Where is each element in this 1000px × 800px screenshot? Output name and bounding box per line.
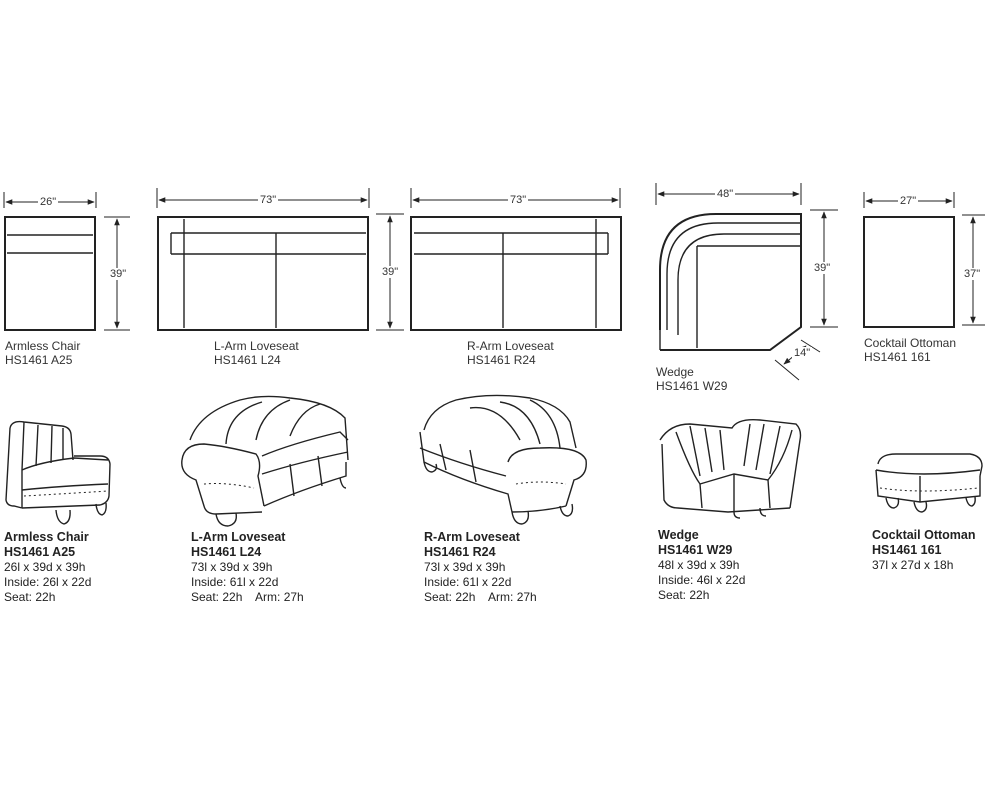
- l-arm-loveseat-spec-line: 73l x 39d x 39h: [191, 560, 273, 574]
- wedge-spec-line: Seat: 22h: [658, 588, 710, 602]
- l-arm-loveseat-spec-line: Inside: 61l x 22d: [191, 575, 279, 589]
- r-arm-loveseat-spec-line: Inside: 61l x 22d: [424, 575, 512, 589]
- armless-chair-sketch: [5, 420, 111, 525]
- wedge-name: Wedge: [658, 528, 699, 542]
- armless-chair-spec-line: Seat: 22h: [4, 590, 56, 604]
- armless-chair-plan: [3, 192, 130, 331]
- l-arm-loveseat-spec: L-Arm Loveseat HS1461 L24 73l x 39d x 39…: [191, 530, 304, 605]
- cocktail-ottoman-spec: Cocktail Ottoman HS1461 161 37l x 27d x …: [872, 528, 976, 573]
- cocktail-ottoman-sketch: [875, 453, 983, 513]
- armless-chair-plan-name: Armless Chair: [5, 339, 81, 353]
- r-arm-loveseat-plan-label: R-Arm Loveseat HS1461 R24: [467, 339, 554, 367]
- r-arm-loveseat-name: R-Arm Loveseat: [424, 530, 520, 544]
- r-arm-loveseat-spec-line: Seat: 22h Arm: 27h: [424, 590, 537, 604]
- l-arm-loveseat-sketch: [181, 395, 349, 527]
- wedge-plan-label: Wedge HS1461 W29: [656, 365, 727, 393]
- wedge-plan-name: Wedge: [656, 365, 694, 379]
- r-arm-loveseat-code: HS1461 R24: [424, 545, 496, 559]
- wedge-spec-line: Inside: 46l x 22d: [658, 573, 746, 587]
- armless-chair-name: Armless Chair: [4, 530, 89, 544]
- wedge-width-dim: 48": [715, 188, 736, 200]
- l-arm-loveseat-plan-label: L-Arm Loveseat HS1461 L24: [214, 339, 299, 367]
- l-arm-loveseat-spec-line: Seat: 22h Arm: 27h: [191, 590, 304, 604]
- l-arm-loveseat-plan-name: L-Arm Loveseat: [214, 339, 299, 353]
- wedge-spec: Wedge HS1461 W29 48l x 39d x 39h Inside:…: [658, 528, 745, 603]
- cocktail-ottoman-depth-dim: 37": [962, 268, 983, 280]
- cocktail-ottoman-width-dim: 27": [898, 195, 919, 207]
- wedge-depth-dim: 39": [812, 262, 833, 274]
- r-arm-loveseat-plan-code: HS1461 R24: [467, 353, 536, 367]
- wedge-code: HS1461 W29: [658, 543, 733, 557]
- l-arm-loveseat-name: L-Arm Loveseat: [191, 530, 286, 544]
- armless-chair-depth-dim: 39": [108, 268, 129, 280]
- cocktail-ottoman-name: Cocktail Ottoman: [872, 528, 976, 542]
- r-arm-loveseat-plan: [410, 188, 622, 331]
- armless-chair-spec-line: 26l x 39d x 39h: [4, 560, 86, 574]
- armless-chair-spec: Armless Chair HS1461 A25 26l x 39d x 39h…: [4, 530, 91, 605]
- l-arm-loveseat-depth-dim: 39": [380, 266, 401, 278]
- r-arm-loveseat-spec: R-Arm Loveseat HS1461 R24 73l x 39d x 39…: [424, 530, 537, 605]
- armless-chair-plan-code: HS1461 A25: [5, 353, 73, 367]
- wedge-spec-line: 48l x 39d x 39h: [658, 558, 740, 572]
- wedge-sketch: [659, 418, 802, 519]
- l-arm-loveseat-plan: [156, 188, 404, 331]
- l-arm-loveseat-width-dim: 73": [258, 194, 279, 206]
- armless-chair-width-dim: 26": [38, 196, 59, 208]
- wedge-plan-code: HS1461 W29: [656, 379, 728, 393]
- r-arm-loveseat-width-dim: 73": [508, 194, 529, 206]
- wedge-plan: [655, 183, 838, 381]
- cocktail-ottoman-code: HS1461 161: [872, 543, 942, 557]
- cocktail-ottoman-plan: [863, 192, 985, 328]
- cocktail-ottoman-spec-line: 37l x 27d x 18h: [872, 558, 954, 572]
- wedge-corner-dim: 14": [792, 347, 813, 359]
- armless-chair-code: HS1461 A25: [4, 545, 76, 559]
- armless-chair-spec-line: Inside: 26l x 22d: [4, 575, 92, 589]
- cocktail-ottoman-plan-code: HS1461 161: [864, 350, 931, 364]
- cocktail-ottoman-plan-label: Cocktail Ottoman HS1461 161: [864, 336, 956, 364]
- l-arm-loveseat-code: HS1461 L24: [191, 545, 262, 559]
- r-arm-loveseat-plan-name: R-Arm Loveseat: [467, 339, 554, 353]
- r-arm-loveseat-spec-line: 73l x 39d x 39h: [424, 560, 506, 574]
- cocktail-ottoman-plan-name: Cocktail Ottoman: [864, 336, 957, 350]
- r-arm-loveseat-sketch: [419, 394, 587, 525]
- l-arm-loveseat-plan-code: HS1461 L24: [214, 353, 281, 367]
- armless-chair-plan-label: Armless Chair HS1461 A25: [5, 339, 80, 367]
